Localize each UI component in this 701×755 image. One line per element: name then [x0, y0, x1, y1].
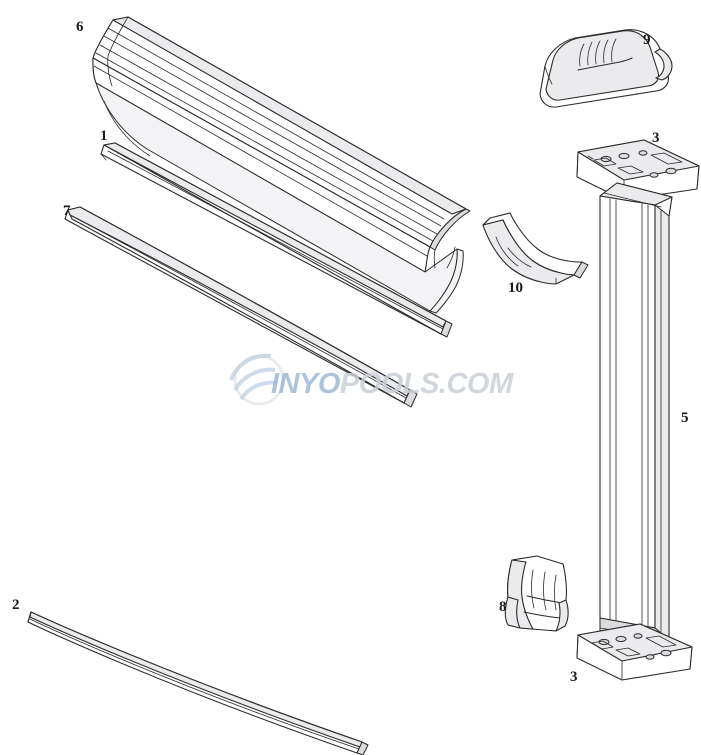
part-10-rail-connector — [482, 212, 589, 285]
callout-10: 10 — [508, 280, 523, 296]
part-9-top-cap — [539, 29, 673, 108]
callout-7: 7 — [63, 203, 71, 219]
callout-9: 9 — [643, 32, 651, 48]
part-6-top-rail — [92, 16, 471, 314]
part-7-lower-band — [64, 206, 418, 408]
callout-2: 2 — [12, 597, 20, 613]
callout-6: 6 — [76, 19, 84, 35]
callout-1: 1 — [100, 128, 108, 144]
part-3-bottom-plate — [576, 623, 693, 681]
callout-3-top: 3 — [652, 130, 660, 146]
callout-5: 5 — [681, 410, 689, 426]
part-1-upper-band — [100, 142, 453, 338]
part-3-top-plate — [576, 139, 700, 201]
callout-3-bottom: 3 — [570, 669, 578, 685]
part-5-upright-post — [599, 182, 673, 649]
callout-8: 8 — [499, 599, 507, 615]
part-8-bottom-cap — [504, 555, 569, 632]
part-2-bottom-rail — [27, 611, 369, 755]
